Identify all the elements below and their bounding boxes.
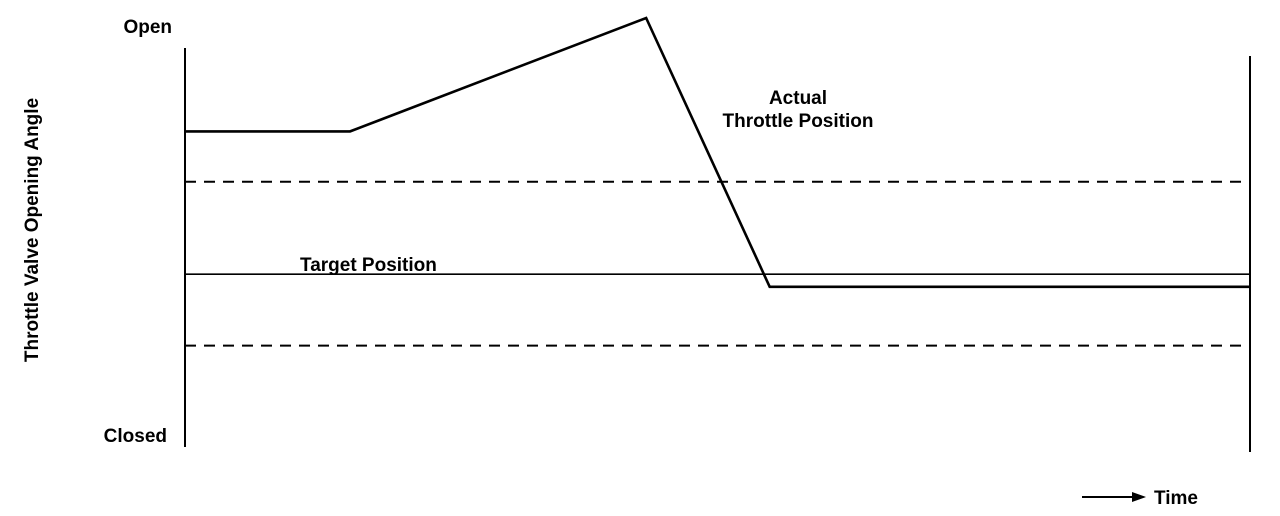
x-axis-label: Time bbox=[1154, 488, 1198, 509]
y-axis-label: Throttle Valve Opening Angle bbox=[22, 98, 43, 362]
time-arrow-head-icon bbox=[1132, 492, 1146, 502]
actual-label-line-1: Actual bbox=[769, 88, 827, 109]
actual-label-line-2: Throttle Position bbox=[723, 111, 874, 132]
actual-throttle-line bbox=[185, 16, 1250, 289]
target-label: Target Position bbox=[300, 255, 437, 276]
y-tick-closed: Closed bbox=[104, 426, 167, 447]
y-tick-open: Open bbox=[123, 17, 172, 38]
